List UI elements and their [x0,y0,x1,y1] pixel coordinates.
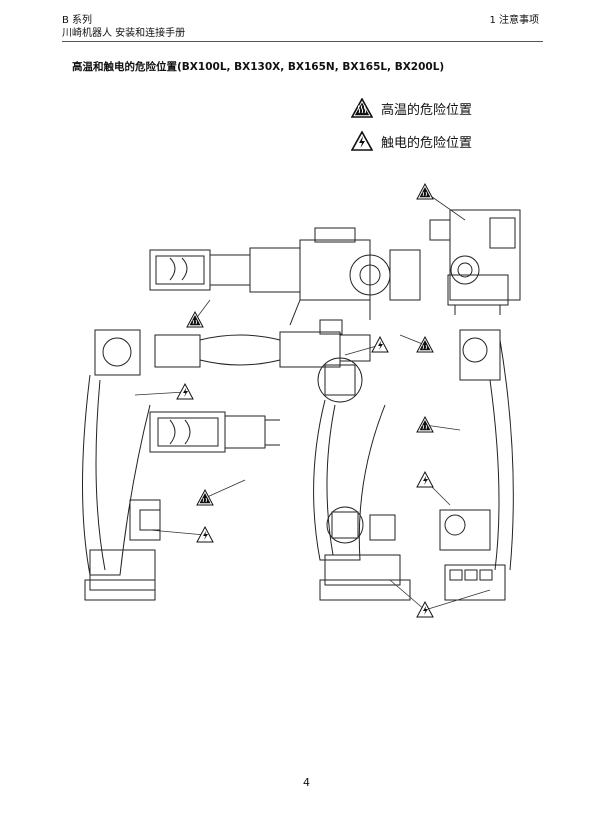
hot-surface-warning-icon [416,336,434,353]
wrist-detail [149,411,280,453]
hot-surface-warning-icon [416,183,434,200]
header-chapter: 1 注意事项 [489,15,539,26]
header-manual-title: 川崎机器人 安装和连接手册 [62,28,186,39]
hot-surface-warning-icon [196,489,214,506]
legend-hot-label: 高温的危险位置 [381,102,473,118]
electric-shock-warning-icon [416,601,434,618]
header-divider [62,41,543,42]
legend-shock-label: 触电的危险位置 [381,135,473,151]
left-side-robot [82,329,161,601]
electric-shock-warning-icon [416,471,434,488]
hot-surface-warning-icon [416,416,434,433]
hot-surface-warning-icon [186,311,204,328]
electric-shock-warning-icon [176,383,194,400]
header-left: B 系列 川崎机器人 安装和连接手册 [62,14,185,40]
robot-hazard-diagram [82,183,521,618]
right-front-robot [439,329,514,601]
page-number: 4 [303,776,310,789]
hot-surface-warning-icon [351,98,373,118]
center-side-robot [313,357,411,601]
section-title: 高温和触电的危险位置(BX100L, BX130X, BX165N, BX165… [72,61,445,73]
front-view-robot-upper [429,209,521,315]
header-series: B 系列 [62,15,93,26]
legend-shock: 触电的危险位置 [351,131,472,151]
legend-hot: 高温的危险位置 [351,98,472,118]
callout-leaders [134,191,491,611]
electric-shock-warning-icon [351,131,373,151]
electric-shock-warning-icon [371,336,389,353]
top-view-arm [149,227,421,326]
hazard-markers [176,183,434,618]
